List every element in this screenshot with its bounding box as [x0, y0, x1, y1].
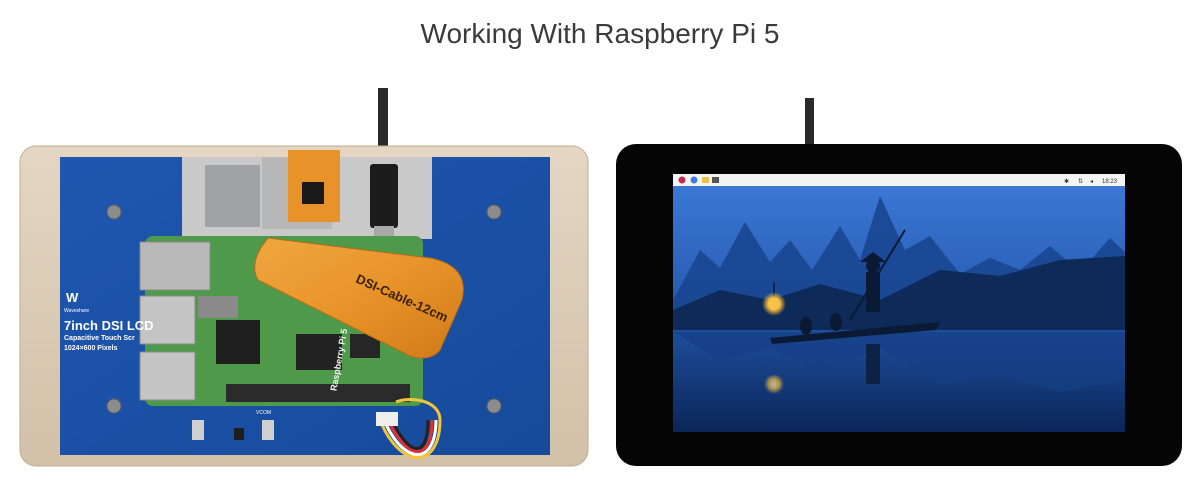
- board-sublabel: Capacitive Touch Scr: [64, 335, 135, 342]
- browser-icon: [690, 176, 698, 184]
- raspberry-menu-icon: [678, 176, 686, 184]
- network-icon: ⇅: [1078, 179, 1083, 185]
- brand-logo: W: [66, 290, 79, 305]
- vcom-label: VCOM: [256, 410, 271, 416]
- taskbar-clock: 18:23: [1102, 179, 1118, 185]
- page-title: Working With Raspberry Pi 5: [420, 18, 780, 49]
- volume-icon: ◂: [1090, 179, 1093, 185]
- board-label: 7inch DSI LCD: [64, 318, 154, 333]
- folder-icon: [702, 177, 709, 183]
- display-front-photo: 18:23 ✱ ⇅ ◂: [616, 98, 1182, 466]
- display-back-photo: Raspberry Pi 5 DSI-Cable-12cm W Waveshar…: [19, 88, 589, 467]
- board-resolution: 1024×600 Pixels: [64, 345, 118, 352]
- terminal-icon: [712, 177, 719, 183]
- bluetooth-icon: ✱: [1064, 178, 1069, 185]
- brand-name: Waveshare: [64, 308, 89, 314]
